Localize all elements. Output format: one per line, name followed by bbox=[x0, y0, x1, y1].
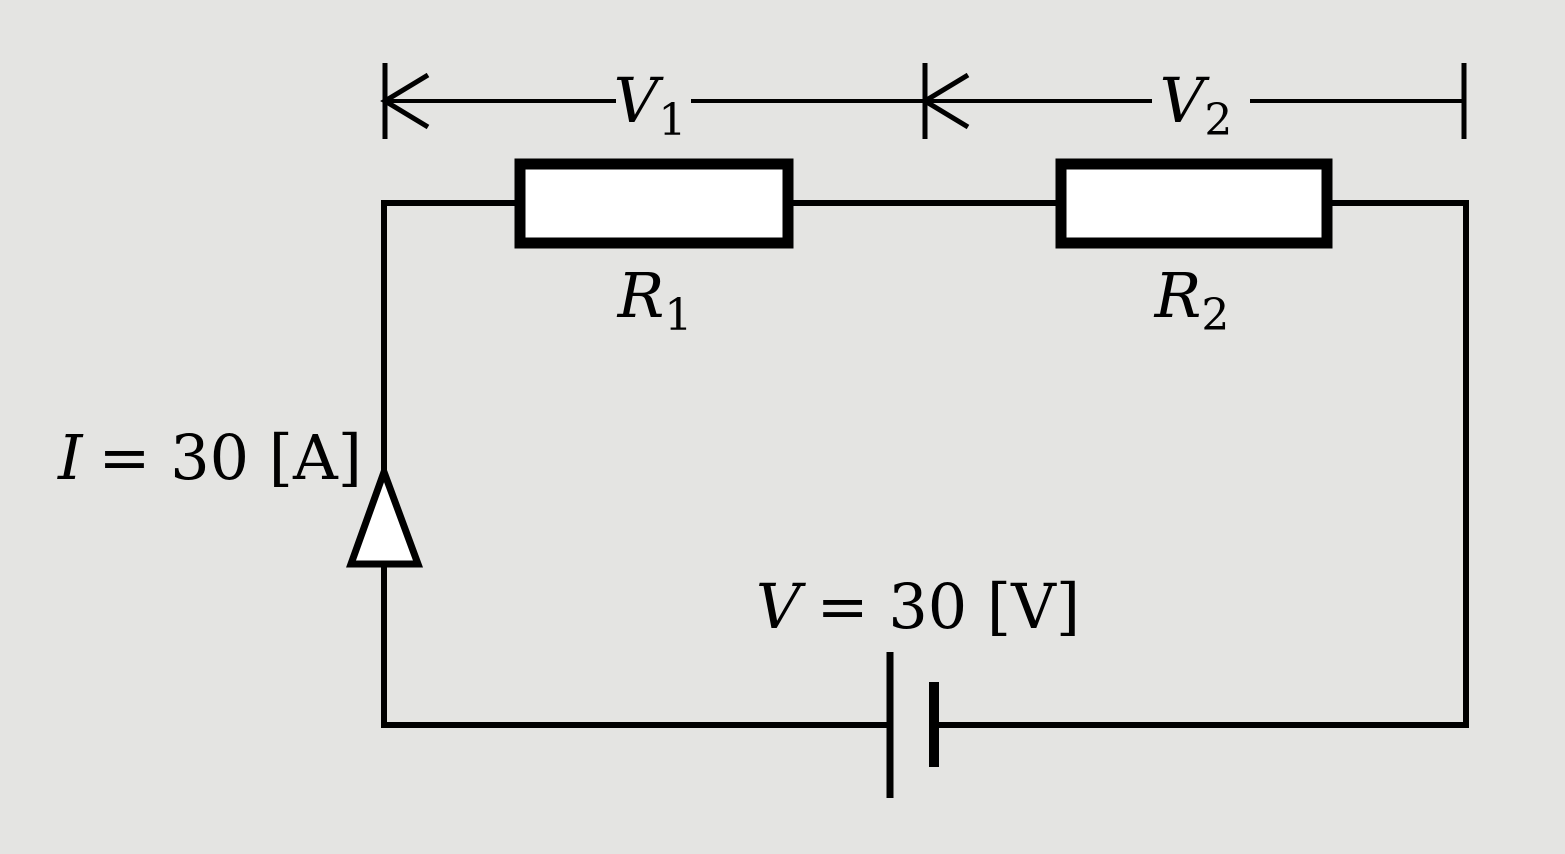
current-symbol: I bbox=[57, 421, 84, 494]
v2-label: V2 bbox=[1160, 64, 1233, 146]
voltage-symbol: V bbox=[756, 570, 807, 643]
r1-label: R1 bbox=[617, 259, 693, 341]
circuit-wire-loop bbox=[381, 200, 1469, 728]
resistor-r1 bbox=[514, 158, 794, 249]
r1-subscript: 1 bbox=[664, 290, 692, 341]
current-value: = 30 [A] bbox=[99, 421, 362, 494]
r2-label: R2 bbox=[1154, 259, 1230, 341]
voltage-dimension-lines bbox=[380, 63, 1467, 139]
v1-symbol: V bbox=[614, 64, 665, 137]
resistor-r2 bbox=[1055, 158, 1333, 249]
r1-symbol: R bbox=[617, 259, 665, 332]
v2-symbol: V bbox=[1160, 64, 1211, 137]
v2-subscript: 2 bbox=[1204, 95, 1232, 146]
current-label: I= 30 [A] bbox=[57, 421, 362, 494]
current-arrow-icon bbox=[346, 461, 424, 568]
v1-subscript: 1 bbox=[658, 95, 686, 146]
r2-subscript: 2 bbox=[1201, 290, 1229, 341]
voltage-label: V= 30 [V] bbox=[756, 570, 1080, 643]
battery-symbol bbox=[886, 652, 939, 798]
r2-symbol: R bbox=[1154, 259, 1202, 332]
middle-arrowhead-icon bbox=[920, 72, 970, 130]
left-arrowhead-icon bbox=[380, 72, 430, 130]
voltage-value: = 30 [V] bbox=[817, 570, 1080, 643]
v1-label: V1 bbox=[614, 64, 687, 146]
